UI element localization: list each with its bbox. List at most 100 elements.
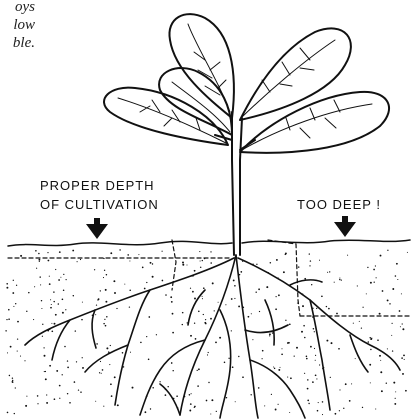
soil-dot xyxy=(312,308,313,309)
soil-dot xyxy=(76,361,77,362)
soil-dot xyxy=(190,288,191,289)
soil-dot xyxy=(95,314,96,315)
soil-dot xyxy=(395,391,396,392)
soil-dot xyxy=(82,367,84,369)
soil-dot xyxy=(49,283,51,285)
soil-dot xyxy=(361,327,362,328)
soil-dot xyxy=(308,403,309,404)
soil-dot xyxy=(59,251,61,253)
soil-dot xyxy=(307,388,309,390)
soil-dot xyxy=(207,354,208,355)
soil-dot xyxy=(322,401,324,403)
soil-dot xyxy=(312,381,314,383)
leaf-group xyxy=(104,14,389,153)
soil-dot xyxy=(301,331,303,333)
soil-dot xyxy=(370,382,371,383)
soil-dot xyxy=(81,319,83,321)
soil-dot xyxy=(54,398,56,400)
soil-dot xyxy=(46,402,48,404)
soil-dot xyxy=(49,329,50,330)
soil-dot xyxy=(392,323,393,324)
soil-dot xyxy=(67,367,69,369)
soil-dot xyxy=(13,280,14,281)
soil-dot xyxy=(114,292,116,294)
soil-dot xyxy=(6,287,8,289)
soil-dot xyxy=(152,263,153,264)
soil-dot xyxy=(255,291,256,292)
soil-dot xyxy=(12,381,14,383)
soil-dot xyxy=(200,267,201,268)
soil-dot xyxy=(100,290,101,291)
soil-dot xyxy=(194,270,196,272)
soil-dot xyxy=(339,277,340,278)
soil-dot xyxy=(34,286,35,287)
soil-dot xyxy=(41,300,42,301)
soil-dot xyxy=(198,368,200,370)
soil-dot xyxy=(116,308,117,309)
soil-dot xyxy=(171,362,173,364)
soil-dot xyxy=(182,262,184,264)
soil-dot xyxy=(315,374,317,376)
soil-dot xyxy=(39,261,40,262)
soil-dot xyxy=(47,252,48,253)
soil-dot xyxy=(45,378,47,380)
soil-dot xyxy=(351,383,352,384)
soil-dot xyxy=(278,277,279,278)
soil-dot xyxy=(92,314,94,316)
soil-dot xyxy=(233,279,235,281)
soil-dot xyxy=(177,407,179,409)
soil-dot xyxy=(59,398,60,399)
soil-dot xyxy=(13,306,14,307)
soil-dot xyxy=(226,397,227,398)
soil-dot xyxy=(202,298,203,299)
soil-dot xyxy=(394,403,396,405)
soil-dot xyxy=(67,360,68,361)
soil-dot xyxy=(110,252,112,254)
soil-dot xyxy=(289,323,291,325)
soil-dot xyxy=(275,308,277,310)
soil-dot xyxy=(194,298,196,300)
soil-dot xyxy=(276,259,278,261)
soil-dot xyxy=(303,325,305,327)
soil-dot xyxy=(258,288,260,290)
soil-dot xyxy=(26,311,27,312)
soil-dot xyxy=(109,352,110,353)
soil-dot xyxy=(38,253,40,255)
soil-dot xyxy=(63,274,64,275)
soil-dot xyxy=(203,343,204,344)
soil-dot xyxy=(7,412,9,414)
soil-dot xyxy=(104,319,105,320)
soil-dot xyxy=(339,410,340,411)
soil-dot xyxy=(232,366,234,368)
soil-dot xyxy=(146,336,147,337)
soil-dot xyxy=(101,373,102,374)
soil-dot xyxy=(256,264,257,265)
soil-dot xyxy=(55,269,56,270)
soil-dot xyxy=(144,288,146,290)
soil-dot xyxy=(53,301,54,302)
soil-dot xyxy=(318,402,319,403)
soil-dot xyxy=(204,258,205,259)
soil-dot xyxy=(345,383,347,385)
soil-dot xyxy=(94,269,95,270)
soil-dot xyxy=(251,313,252,314)
soil-dot xyxy=(77,261,78,262)
soil-dot xyxy=(306,358,308,360)
soil-dot xyxy=(314,348,315,349)
soil-dot xyxy=(184,396,186,398)
soil-dot xyxy=(187,322,188,323)
soil-dot xyxy=(357,285,358,286)
soil-dot xyxy=(316,308,317,309)
soil-dot xyxy=(54,323,56,325)
soil-dot xyxy=(210,251,211,252)
soil-dot xyxy=(113,280,115,282)
soil-dot xyxy=(341,280,342,281)
soil-dot xyxy=(148,359,150,361)
soil-dot xyxy=(105,325,107,327)
soil-dot xyxy=(369,337,370,338)
soil-dot xyxy=(218,302,219,303)
soil-dot xyxy=(6,319,7,320)
soil-dot xyxy=(278,294,280,296)
soil-dot xyxy=(326,340,328,342)
soil-dot xyxy=(114,376,116,378)
